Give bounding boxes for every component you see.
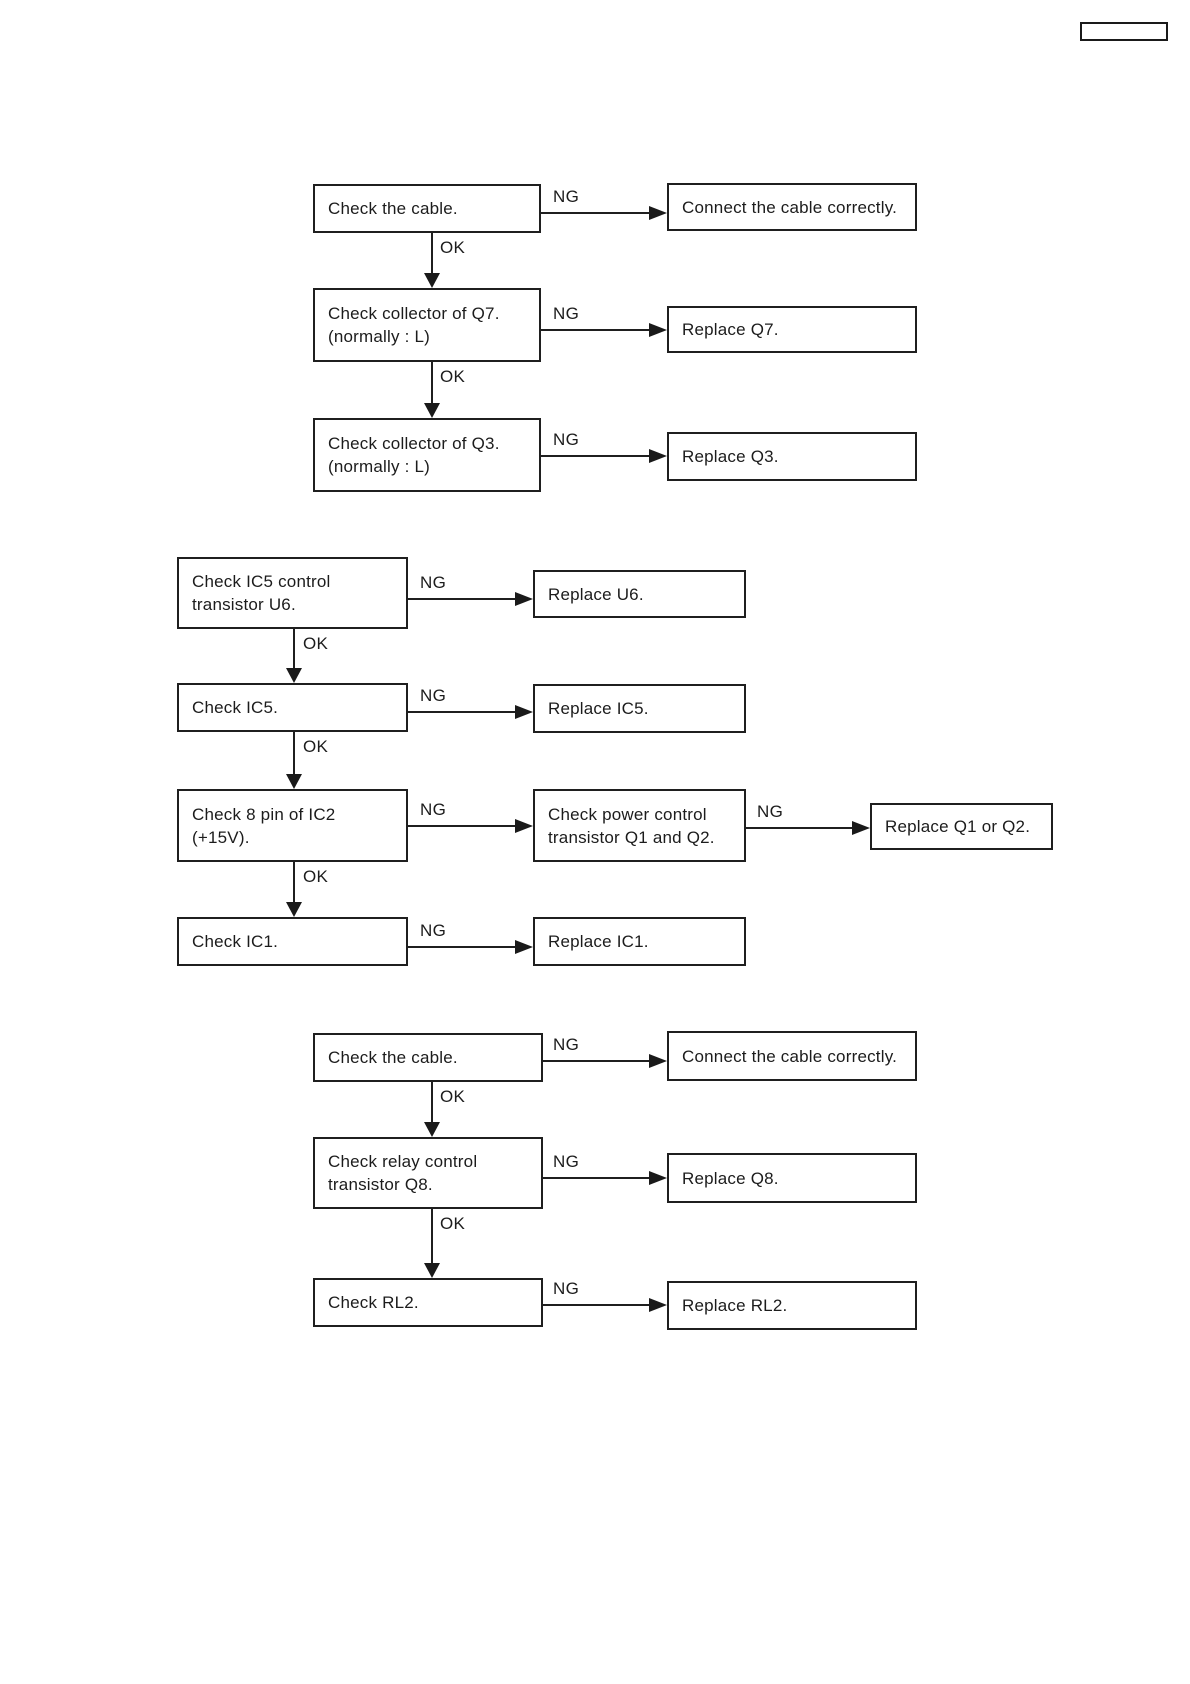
check-step-box: Check IC1. xyxy=(177,917,408,966)
ng-label: NG xyxy=(553,1152,580,1171)
ng-arrowhead-icon xyxy=(649,449,667,463)
ok-label: OK xyxy=(303,737,329,756)
ng-action-box-text: Replace IC1. xyxy=(548,932,649,951)
ng-action-box: Replace Q3. xyxy=(667,432,917,481)
ok-label: OK xyxy=(440,1087,466,1106)
ng-action-box: Replace U6. xyxy=(533,570,746,618)
ng-label: NG xyxy=(420,800,447,819)
ok-arrowhead-icon xyxy=(424,1263,440,1278)
ng-arrowhead-icon xyxy=(649,1171,667,1185)
ng-arrowhead-icon xyxy=(649,206,667,220)
ng-arrowhead-icon xyxy=(515,819,533,833)
ng-arrow-line xyxy=(746,827,854,829)
ng-action-box: Connect the cable correctly. xyxy=(667,183,917,231)
check-step-box-text: Check RL2. xyxy=(328,1293,419,1312)
ng-action-box: Replace IC1. xyxy=(533,917,746,966)
ok-arrowhead-icon xyxy=(286,668,302,683)
ng-action-box: Replace RL2. xyxy=(667,1281,917,1330)
check-step-box-text: Check collector of Q7. (normally : L) xyxy=(328,304,500,346)
ok-arrow-line xyxy=(431,233,433,275)
ng-action-box: Replace IC5. xyxy=(533,684,746,733)
ng-label: NG xyxy=(553,1035,580,1054)
ok-arrow-line xyxy=(431,1209,433,1265)
ng-label: NG xyxy=(420,921,447,940)
check-step-box: Check 8 pin of IC2 (+15V). xyxy=(177,789,408,862)
ng-action-box: Check power control transistor Q1 and Q2… xyxy=(533,789,746,862)
check-step-box-text: Check IC5. xyxy=(192,698,279,717)
ng-action-box: Replace Q1 or Q2. xyxy=(870,803,1053,850)
ng-action-box-text: Replace U6. xyxy=(548,584,644,604)
ok-arrowhead-icon xyxy=(424,403,440,418)
check-step-box-text: Check the cable. xyxy=(328,199,458,218)
ok-arrowhead-icon xyxy=(286,902,302,917)
ok-arrow-line xyxy=(431,362,433,405)
ng-action-box-text: Replace Q1 or Q2. xyxy=(885,817,1031,836)
ng-arrowhead-icon xyxy=(515,592,533,606)
ng-label: NG xyxy=(553,430,580,449)
ng-arrow-line xyxy=(543,1304,651,1306)
ok-label: OK xyxy=(440,238,466,257)
check-step-box: Check IC5. xyxy=(177,683,408,732)
ng-arrowhead-icon xyxy=(649,323,667,337)
ok-label: OK xyxy=(440,1214,466,1233)
check-step-box-text: Check IC1. xyxy=(192,932,279,951)
page-number-box xyxy=(1080,22,1168,41)
ng-arrowhead-icon xyxy=(852,821,870,835)
ng-arrow-line xyxy=(408,946,517,948)
ng-action-box-text: Connect the cable correctly. xyxy=(682,1046,898,1066)
ng-arrow-line xyxy=(408,598,517,600)
check-step-box: Check collector of Q3. (normally : L) xyxy=(313,418,541,492)
ng-action-box: Replace Q7. xyxy=(667,306,917,353)
check-step-box: Check collector of Q7. (normally : L) xyxy=(313,288,541,362)
ng-label: NG xyxy=(757,802,784,821)
ng-arrow-line xyxy=(408,711,517,713)
ng-action-box-text: Replace IC5. xyxy=(548,699,649,718)
ng-action-box-text: Connect the cable correctly. xyxy=(682,197,898,217)
check-step-box-text: Check IC5 control transistor U6. xyxy=(192,572,331,614)
ng-label: NG xyxy=(553,304,580,323)
check-step-box-text: Check relay control transistor Q8. xyxy=(328,1152,478,1194)
check-step-box: Check the cable. xyxy=(313,1033,543,1082)
ok-arrow-line xyxy=(293,862,295,904)
ng-arrow-line xyxy=(543,1177,651,1179)
ng-arrow-line xyxy=(541,329,651,331)
ok-arrowhead-icon xyxy=(286,774,302,789)
ok-arrow-line xyxy=(293,629,295,670)
ng-arrowhead-icon xyxy=(649,1054,667,1068)
ng-action-box-text: Replace Q8. xyxy=(682,1168,779,1188)
ng-action-box-text: Replace RL2. xyxy=(682,1296,788,1315)
ok-label: OK xyxy=(303,867,329,886)
ng-action-box-text: Replace Q7. xyxy=(682,320,779,339)
ng-arrowhead-icon xyxy=(649,1298,667,1312)
check-step-box: Check the cable. xyxy=(313,184,541,233)
ng-arrow-line xyxy=(541,212,651,214)
ok-arrowhead-icon xyxy=(424,1122,440,1137)
ng-label: NG xyxy=(553,187,580,206)
check-step-box-text: Check the cable. xyxy=(328,1048,458,1067)
ng-arrowhead-icon xyxy=(515,705,533,719)
ng-arrow-line xyxy=(408,825,517,827)
ng-label: NG xyxy=(420,686,447,705)
ng-label: NG xyxy=(420,573,447,592)
ok-arrow-line xyxy=(293,732,295,776)
check-step-box: Check relay control transistor Q8. xyxy=(313,1137,543,1209)
ng-label: NG xyxy=(553,1279,580,1298)
ng-action-box: Replace Q8. xyxy=(667,1153,917,1203)
ng-arrowhead-icon xyxy=(515,940,533,954)
check-step-box-text: Check 8 pin of IC2 (+15V). xyxy=(192,804,336,847)
ng-arrow-line xyxy=(541,455,651,457)
ok-label: OK xyxy=(440,367,466,386)
ok-label: OK xyxy=(303,634,329,653)
check-step-box-text: Check collector of Q3. (normally : L) xyxy=(328,434,500,476)
ok-arrow-line xyxy=(431,1082,433,1124)
check-step-box: Check RL2. xyxy=(313,1278,543,1327)
ok-arrowhead-icon xyxy=(424,273,440,288)
ng-arrow-line xyxy=(543,1060,651,1062)
check-step-box: Check IC5 control transistor U6. xyxy=(177,557,408,629)
ng-action-box-text: Replace Q3. xyxy=(682,447,779,466)
ng-action-box-text: Check power control transistor Q1 and Q2… xyxy=(548,804,715,847)
ng-action-box: Connect the cable correctly. xyxy=(667,1031,917,1081)
